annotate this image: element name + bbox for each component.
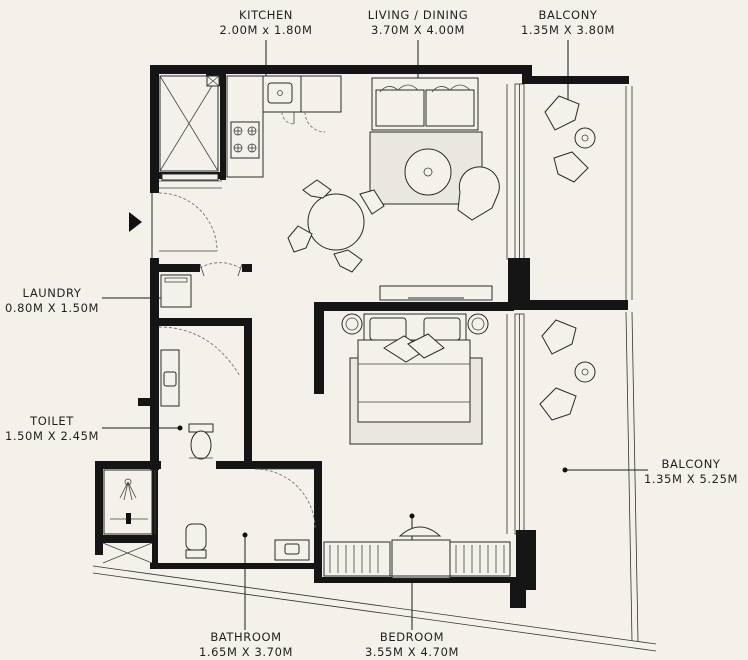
bedroom-size: 3.55M X 4.70M: [364, 645, 460, 659]
kitchen-label: KITCHEN 2.00M x 1.80M: [206, 8, 326, 38]
kitchen-size: 2.00M x 1.80M: [219, 23, 313, 37]
bedroom-furniture: [323, 285, 511, 579]
entry-door: [151, 180, 222, 258]
bathroom-size: 1.65M X 3.70M: [198, 645, 294, 659]
balcony-top-name: BALCONY: [538, 8, 598, 22]
bathroom-name: BATHROOM: [210, 630, 282, 644]
entry-arrow-icon: [129, 212, 142, 232]
storage-cupboard: [159, 75, 220, 181]
balcony-right-label: BALCONY 1.35M X 5.25M: [634, 457, 748, 487]
balcony-right-name: BALCONY: [661, 457, 721, 471]
living-furniture: [287, 77, 500, 273]
toilet-size: 1.50M X 2.45M: [4, 429, 100, 443]
balcony-top-size: 1.35M X 3.80M: [520, 23, 616, 37]
living-dining-label: LIVING / DINING 3.70M X 4.00M: [348, 8, 488, 38]
balcony-outline: [92, 86, 657, 652]
laundry-label: LAUNDRY 0.80M X 1.50M: [0, 286, 104, 316]
bathroom-fixtures: [102, 468, 316, 564]
laundry-machine: [160, 262, 243, 308]
kitchen-counter: [226, 75, 342, 178]
toilet-label: TOILET 1.50M X 2.45M: [0, 414, 104, 444]
bedroom-name: BEDROOM: [379, 630, 445, 644]
bathroom-label: BATHROOM 1.65M X 3.70M: [186, 630, 306, 660]
living-dining-size: 3.70M X 4.00M: [370, 23, 466, 37]
balcony-top-label: BALCONY 1.35M X 3.80M: [508, 8, 628, 38]
living-dining-name: LIVING / DINING: [367, 8, 469, 22]
laundry-name: LAUNDRY: [22, 286, 82, 300]
toilet-name: TOILET: [30, 414, 74, 428]
bedroom-label: BEDROOM 3.55M X 4.70M: [352, 630, 472, 660]
kitchen-name: KITCHEN: [238, 8, 294, 22]
laundry-size: 0.80M X 1.50M: [4, 301, 100, 315]
balcony-furniture: [539, 95, 596, 421]
toilet-fixtures: [158, 326, 241, 460]
balcony-right-size: 1.35M X 5.25M: [643, 472, 739, 486]
